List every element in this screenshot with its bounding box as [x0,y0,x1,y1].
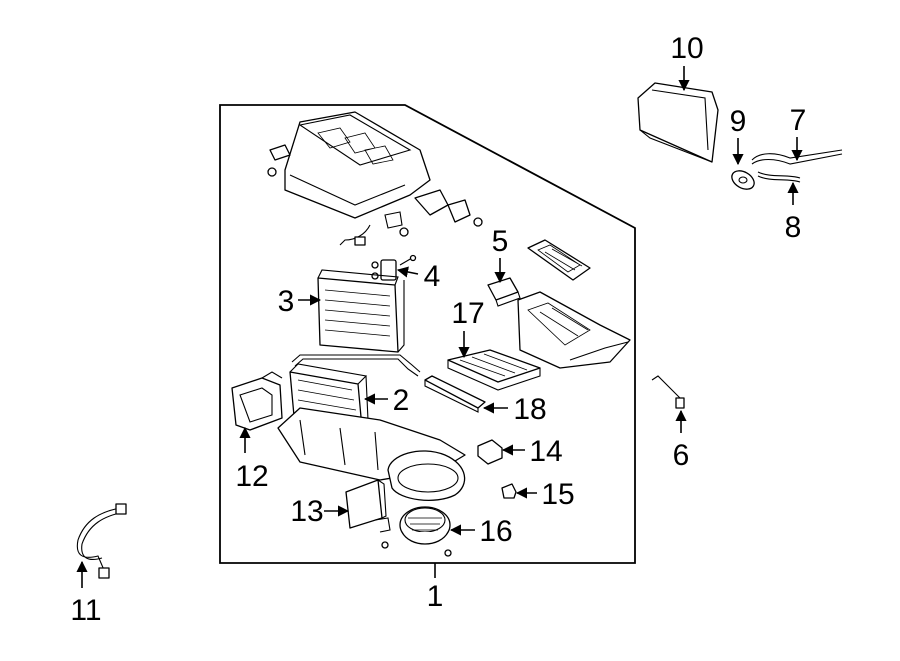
duct-part-12 [231,371,283,431]
callout-15: 15 [541,478,574,511]
callout-4: 4 [424,260,441,293]
blower-motor-part-16 [399,506,452,557]
actuator-part-4 [371,254,417,281]
hose-part-6 [651,375,685,409]
callout-16: 16 [479,515,512,548]
cabin-filter-part-17 [447,349,541,391]
fastener-part-15 [501,483,517,499]
lower-case-part [277,407,466,501]
panel-part-10 [637,82,719,163]
intake-housing-part [517,291,631,369]
callout-6: 6 [673,439,690,472]
evaporator-core-part-3 [317,269,405,353]
callout-9: 9 [730,105,747,138]
callout-11: 11 [70,594,101,627]
sensor-part-5 [487,277,521,307]
module-part-14 [477,439,503,465]
harness-part-11 [76,503,127,579]
callout-7: 7 [790,104,807,137]
grommet-part-9 [731,170,755,190]
callout-2: 2 [393,384,410,417]
control-module-part-13 [345,479,391,549]
pipes-part-7-8 [751,149,843,183]
callout-12: 12 [235,460,268,493]
callout-18: 18 [513,393,546,426]
callout-1: 1 [427,580,444,613]
callout-17: 17 [451,297,484,330]
filter-frame-part-18 [424,375,486,413]
assembly-frame [219,104,636,564]
callout-8: 8 [785,211,802,244]
callout-5: 5 [492,225,509,258]
upper-case-part [267,111,483,246]
callout-13: 13 [290,495,323,528]
filter-cover-part [527,239,591,281]
leader-4 [396,266,419,278]
callout-10: 10 [670,32,703,65]
callout-14: 14 [529,435,562,468]
callout-3: 3 [278,285,295,318]
